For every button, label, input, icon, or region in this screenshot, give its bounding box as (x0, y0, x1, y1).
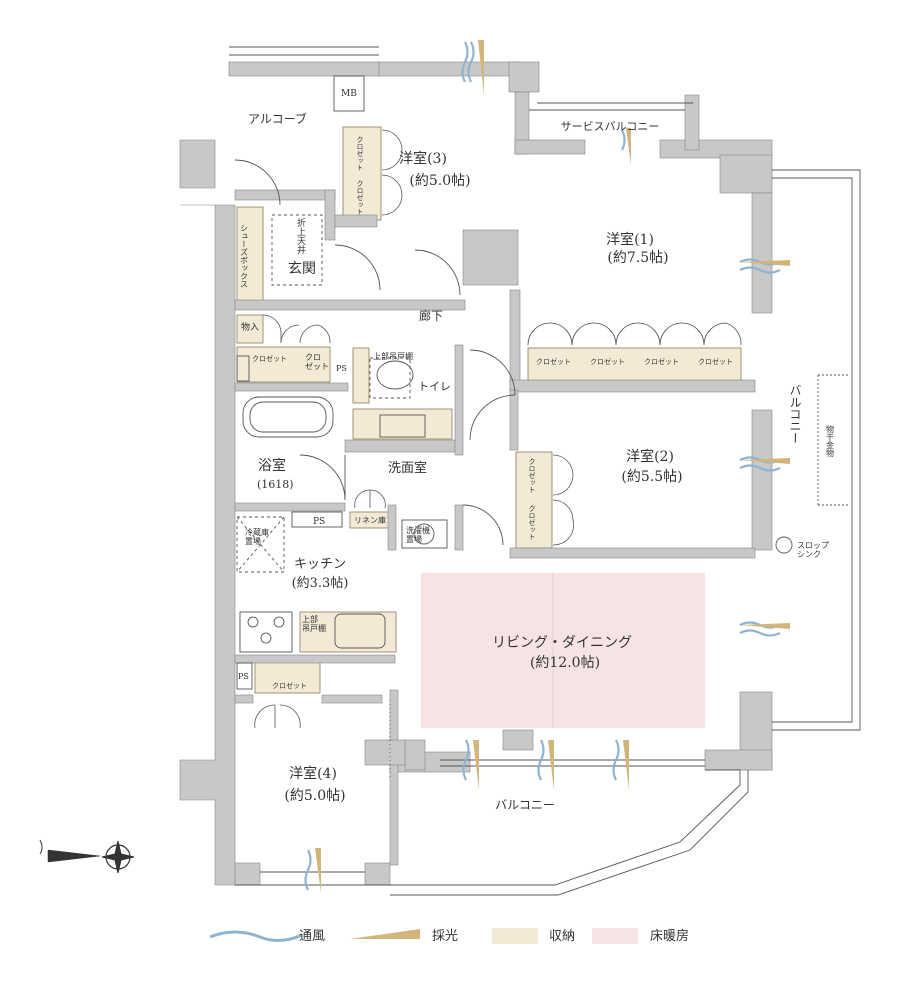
western1-name: 洋室(1) (606, 231, 654, 248)
storage-areas (236, 126, 742, 694)
balcony-side-label: バルコニー (788, 384, 802, 444)
western2-size: (約5.5帖) (621, 469, 682, 485)
floor-heating-area (421, 573, 705, 728)
closet-label-7: クロゼット (356, 136, 364, 171)
living-size: (約12.0帖) (530, 655, 600, 671)
upper-cabinet-kitchen-label: 上部吊戸棚 (302, 614, 326, 633)
western1-size: (約7.5帖) (607, 250, 668, 266)
western3-name: 洋室(3) (399, 150, 447, 167)
storage-legend-swatch (492, 928, 538, 944)
closet-label-2: クロゼット (590, 357, 625, 366)
slop-sink-icon (775, 536, 793, 554)
closet-label-6: クロゼット (272, 681, 307, 690)
closet-label-4: クロゼット (698, 357, 733, 366)
drying-rack-label: 物干金物 (826, 424, 835, 458)
ps-label: PS (336, 364, 347, 373)
closet-label-9: クロゼット (528, 458, 536, 493)
ps-label-2: PS (313, 517, 325, 527)
legend-ventilation: 通風 (299, 929, 325, 944)
shoebox-label: シューズボックス (240, 224, 249, 288)
legend: 通風 採光 収納 床暖房 (209, 928, 689, 944)
bath-size: (1618) (257, 478, 294, 491)
legend-daylight: 採光 (432, 929, 458, 944)
closet-doors (254, 129, 742, 729)
floor-heating-legend-swatch (592, 928, 638, 944)
legend-storage: 収納 (549, 929, 575, 944)
entrance-label: 玄関 (288, 260, 316, 277)
mb-label: MB (341, 89, 357, 99)
closet-label-8: クロゼット (356, 180, 364, 215)
washer-label: 洗濯機置場 (406, 525, 430, 544)
stove-icon (247, 616, 285, 644)
closet-short-label: クロゼット (305, 353, 329, 371)
folding-ceiling-label: 折上天井 (295, 217, 306, 255)
storage-label: 物入 (241, 321, 259, 333)
daylight-legend-icon (350, 929, 420, 939)
closet-label-5: クロゼット (252, 354, 287, 363)
upper-cabinet-label: 上部吊戸棚 (373, 351, 413, 361)
legend-floor-heating: 床暖房 (650, 928, 689, 944)
toilet-label: トイレ (418, 380, 451, 393)
ps-label-3: PS (238, 672, 249, 681)
alcove-label: アルコーブ (248, 111, 307, 126)
kitchen-size: (約3.3帖) (292, 576, 349, 591)
washroom-label: 洗面室 (388, 460, 427, 476)
bath-name: 浴室 (258, 457, 286, 474)
western4-size: (約5.0帖) (284, 788, 345, 804)
service-balcony-label: サービスバルコニー (561, 120, 660, 133)
ventilation-legend-icon (209, 930, 303, 942)
closet-label-1: クロゼット (536, 357, 571, 366)
kitchen-name: キッチン (294, 557, 346, 572)
balcony-bottom-label: バルコニー (495, 798, 555, 812)
corridor-label: 廊下 (419, 308, 443, 323)
fridge-label: 冷蔵庫置場 (245, 527, 269, 546)
walls (179, 61, 773, 886)
closet-label-10: クロゼット (528, 505, 536, 540)
western2-name: 洋室(2) (626, 448, 674, 465)
closet-label-3: クロゼット (644, 357, 679, 366)
western3-size: (約5.0帖) (409, 173, 470, 189)
outline-lines (229, 46, 861, 896)
north-arrow-icon (39, 839, 135, 874)
linen-label: リネン庫 (354, 515, 386, 525)
daylight-marks (315, 40, 790, 893)
slop-sink-label: スロップシンク (797, 541, 829, 559)
living-name: リビング・ダイニング (492, 635, 632, 651)
western4-name: 洋室(4) (289, 765, 337, 782)
